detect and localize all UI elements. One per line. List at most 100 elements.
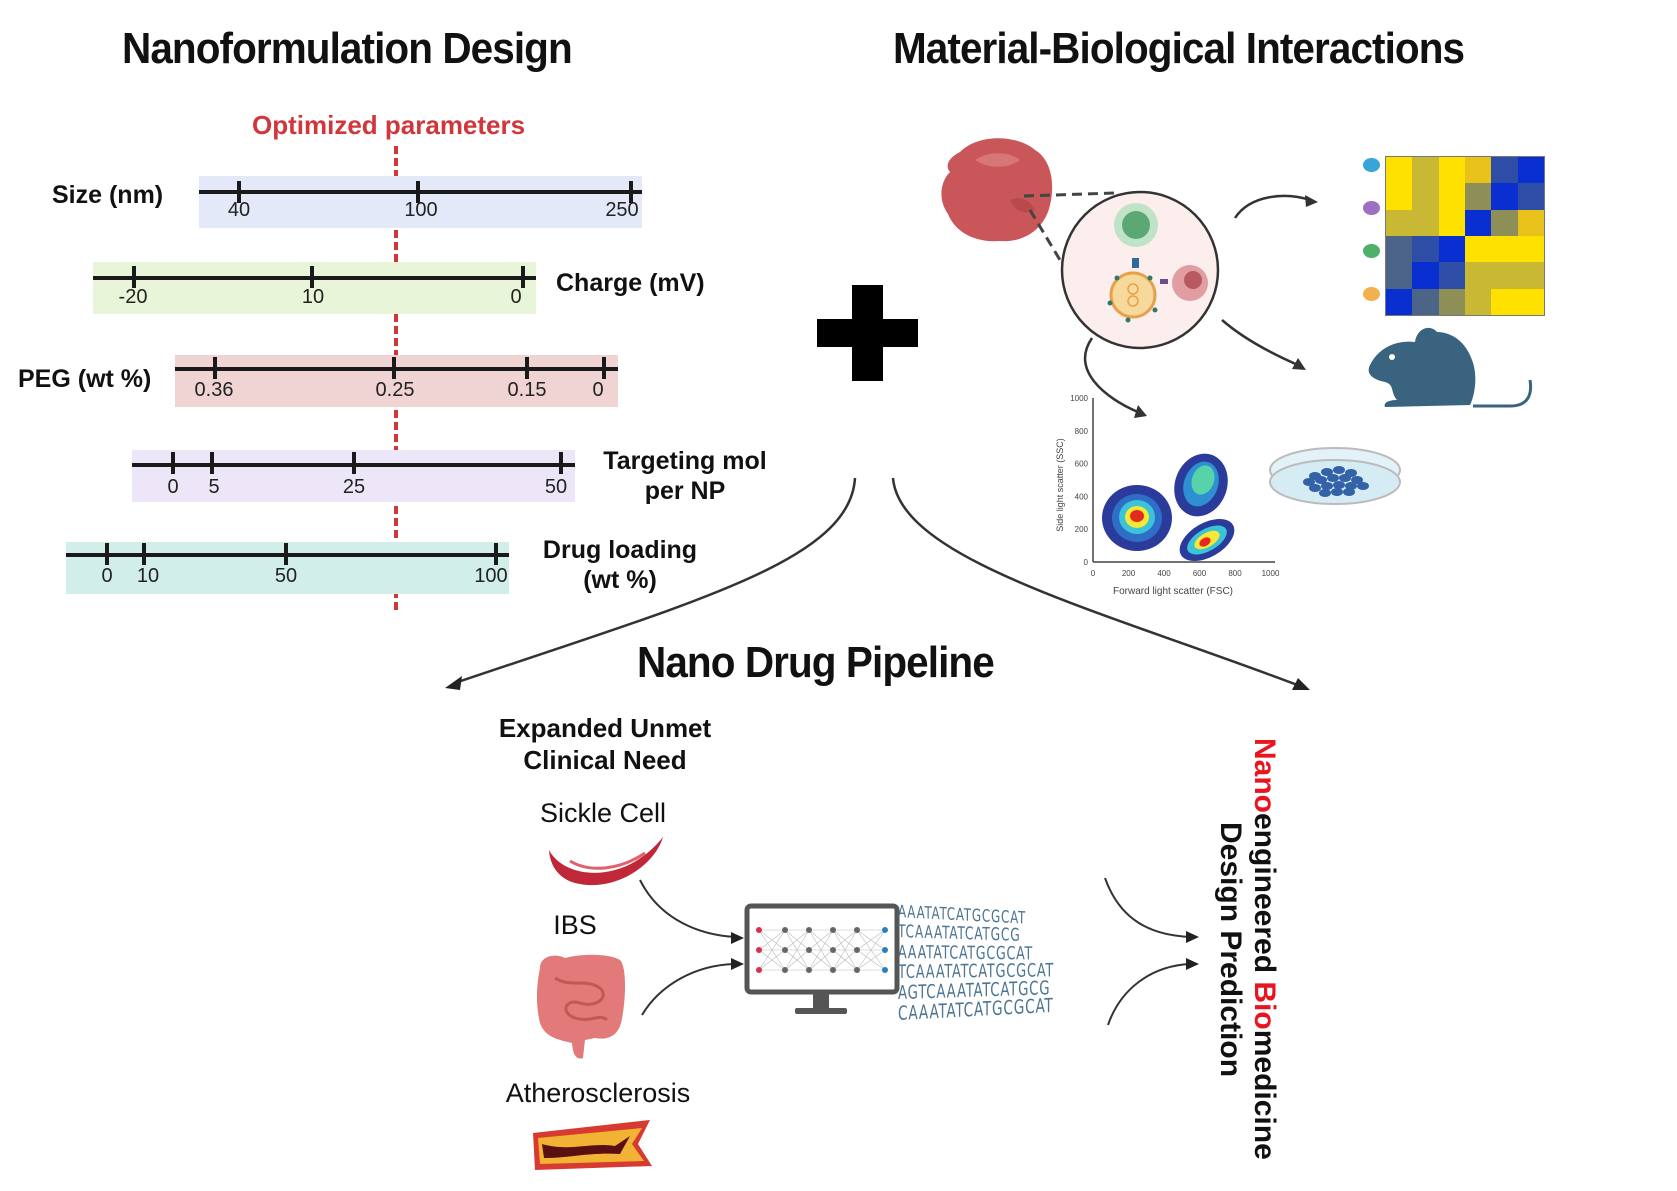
output-label-line1: Nanoengineered Biomedicine — [1246, 738, 1282, 1160]
heatmap-cell — [1386, 288, 1413, 315]
heatmap-cell — [1491, 236, 1518, 263]
targeting-tick-label: 5 — [208, 476, 220, 498]
heatmap-cell — [1438, 288, 1465, 315]
drug-loading-tick — [105, 543, 109, 565]
flow-y-tick-label: 600 — [1075, 460, 1089, 469]
heatmap-cell — [1386, 183, 1413, 210]
cell-colony — [1357, 482, 1369, 490]
size-label: Size (nm) — [52, 181, 164, 209]
dna-to-output-arrow — [1107, 963, 1191, 1026]
heatmap-cell — [1386, 157, 1413, 184]
network-node — [756, 927, 762, 933]
cell-colony — [1339, 474, 1351, 482]
cell-colony — [1331, 488, 1343, 496]
cell-colony — [1321, 468, 1333, 476]
flow-y-tick-label: 200 — [1075, 525, 1089, 534]
flow-x-tick-label: 1000 — [1262, 569, 1280, 578]
clinical-need-title: Expanded Unmet Clinical Need — [470, 712, 740, 776]
optimized-parameters-label: Optimized parameters — [252, 110, 526, 140]
disease-label-ibs: IBS — [553, 910, 597, 940]
peg-tick — [525, 357, 529, 379]
heatmap-cell — [1491, 157, 1518, 184]
heatmap-cell — [1412, 157, 1439, 184]
plus-icon — [817, 285, 918, 381]
pipeline-left-arrow — [454, 477, 857, 685]
cell-colony — [1321, 482, 1333, 490]
heatmap-cell — [1465, 209, 1492, 236]
heatmap-cell — [1386, 209, 1413, 236]
nanoformulation-heading: Nanoformulation Design — [122, 24, 573, 73]
drug-loading-tick — [284, 543, 288, 565]
heatmap-cell — [1412, 236, 1439, 263]
charge-axis-line — [93, 276, 536, 280]
clinical-need-title-line1: Expanded Unmet — [498, 713, 712, 743]
cell-type-marker-icon — [1363, 244, 1380, 258]
size-band — [199, 176, 642, 228]
cell-colony — [1319, 489, 1331, 497]
network-node — [756, 947, 762, 953]
cell-colony — [1333, 481, 1345, 489]
targeting-tick — [171, 452, 175, 474]
drug-loading-tick — [494, 543, 498, 565]
network-node — [854, 967, 860, 973]
network-node — [782, 967, 788, 973]
heatmap-cell — [1491, 183, 1518, 210]
pipeline-right-arrow — [891, 477, 1301, 688]
cell-colony — [1343, 488, 1355, 496]
disease-label-atherosclerosis: Atherosclerosis — [505, 1078, 691, 1108]
network-node — [830, 927, 836, 933]
drug-loading-tick-label: 100 — [474, 565, 508, 587]
output-label-engineered: engineered — [1248, 813, 1281, 982]
dna-to-output-arrow — [1104, 877, 1191, 938]
clinical-need-title-line2: Clinical Need — [523, 745, 687, 775]
flow-x-label: Forward light scatter (FSC) — [1113, 586, 1233, 597]
size-tick-label: 250 — [605, 199, 639, 221]
heatmap-cell — [1465, 236, 1492, 263]
flow-x-tick-label: 800 — [1228, 569, 1242, 578]
charge-tick-label: -20 — [118, 286, 148, 308]
heatmap-cell — [1465, 262, 1492, 289]
network-node — [756, 967, 762, 973]
artery-plaque-icon — [533, 1120, 652, 1170]
heatmap-cell — [1491, 209, 1518, 236]
flow-x-tick-label: 600 — [1193, 569, 1207, 578]
heatmap-cell — [1491, 288, 1518, 315]
heatmap-cell — [1517, 209, 1544, 236]
flow-y-tick-label: 0 — [1084, 558, 1089, 567]
targeting-tick — [210, 452, 214, 474]
flow-x-tick-label: 0 — [1091, 569, 1096, 578]
heatmap-cell — [1438, 183, 1465, 210]
drug-loading-tick-label: 10 — [136, 565, 160, 587]
flow-y-label: Side light scatter (SSC) — [1055, 438, 1065, 532]
flow-cluster-3 — [1179, 518, 1235, 562]
nanoparticle-interaction-icon — [1060, 190, 1220, 350]
peg-tick — [392, 357, 396, 379]
peg-tick-label: 0.25 — [375, 379, 415, 401]
sickle-to-computer-arrow — [639, 879, 736, 938]
output-label-line2: Design Prediction — [1214, 822, 1247, 1078]
peg-tick — [213, 357, 217, 379]
charge-tick-label: 10 — [301, 286, 325, 308]
flow-y-tick-label: 800 — [1075, 427, 1089, 436]
heatmap-cell — [1412, 209, 1439, 236]
size-tick — [237, 181, 241, 203]
network-node — [830, 967, 836, 973]
cell-colony — [1303, 478, 1315, 486]
targeting-label: Targeting mol per NP — [600, 446, 770, 506]
flow-cluster-1 — [1102, 485, 1172, 551]
cell-colony — [1327, 474, 1339, 482]
flow-y-tick-label: 400 — [1075, 492, 1089, 501]
heatmap-cell — [1438, 209, 1465, 236]
peg-tick-label: 0.15 — [507, 379, 547, 401]
network-node — [882, 967, 888, 973]
drug-loading-label-line1: Drug loading — [542, 536, 698, 564]
charge-tick — [310, 266, 314, 288]
charge-tick — [132, 266, 136, 288]
targeting-tick-label: 25 — [342, 476, 366, 498]
peg-tick-label: 0.36 — [194, 379, 234, 401]
pipeline-heading: Nano Drug Pipeline — [637, 638, 995, 687]
targeting-tick — [559, 452, 563, 474]
network-node — [854, 927, 860, 933]
flow-y-tick-label: 1000 — [1070, 394, 1088, 403]
